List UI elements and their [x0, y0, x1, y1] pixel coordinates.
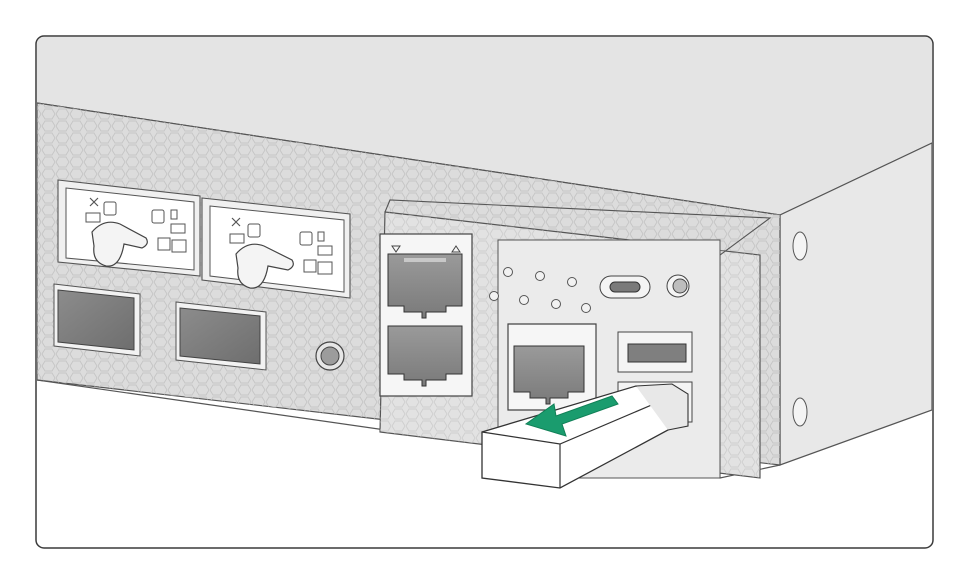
power-supply-symbol-icon	[170, 209, 178, 220]
rj45-port-top[interactable]	[387, 253, 463, 319]
fan-latch-right[interactable]	[235, 243, 294, 289]
reset-button[interactable]	[666, 274, 690, 298]
fan-latch-left[interactable]	[91, 221, 148, 267]
device-top-surface	[37, 37, 932, 215]
sfp-port-1[interactable]	[53, 283, 141, 357]
management-ethernet-port[interactable]	[507, 323, 597, 411]
fan-module-right	[201, 197, 351, 299]
side-screw-hole-bottom	[792, 397, 808, 427]
rj45-port-stack	[379, 233, 473, 397]
removal-direction-arrow	[524, 395, 619, 437]
micro-usb-port[interactable]	[599, 275, 651, 299]
side-screw-hole-top	[792, 231, 808, 261]
usb-flash-drive[interactable]	[481, 383, 689, 489]
status-leds	[489, 267, 591, 313]
ground-screw	[315, 341, 345, 371]
triangle-indicator-icon	[391, 245, 401, 253]
fan-module-left	[57, 179, 201, 277]
usb-port-top[interactable]	[617, 331, 693, 373]
fan-symbol-icon	[89, 197, 99, 207]
rj45-port-bottom[interactable]	[387, 325, 463, 387]
sfp-port-2[interactable]	[175, 301, 267, 371]
